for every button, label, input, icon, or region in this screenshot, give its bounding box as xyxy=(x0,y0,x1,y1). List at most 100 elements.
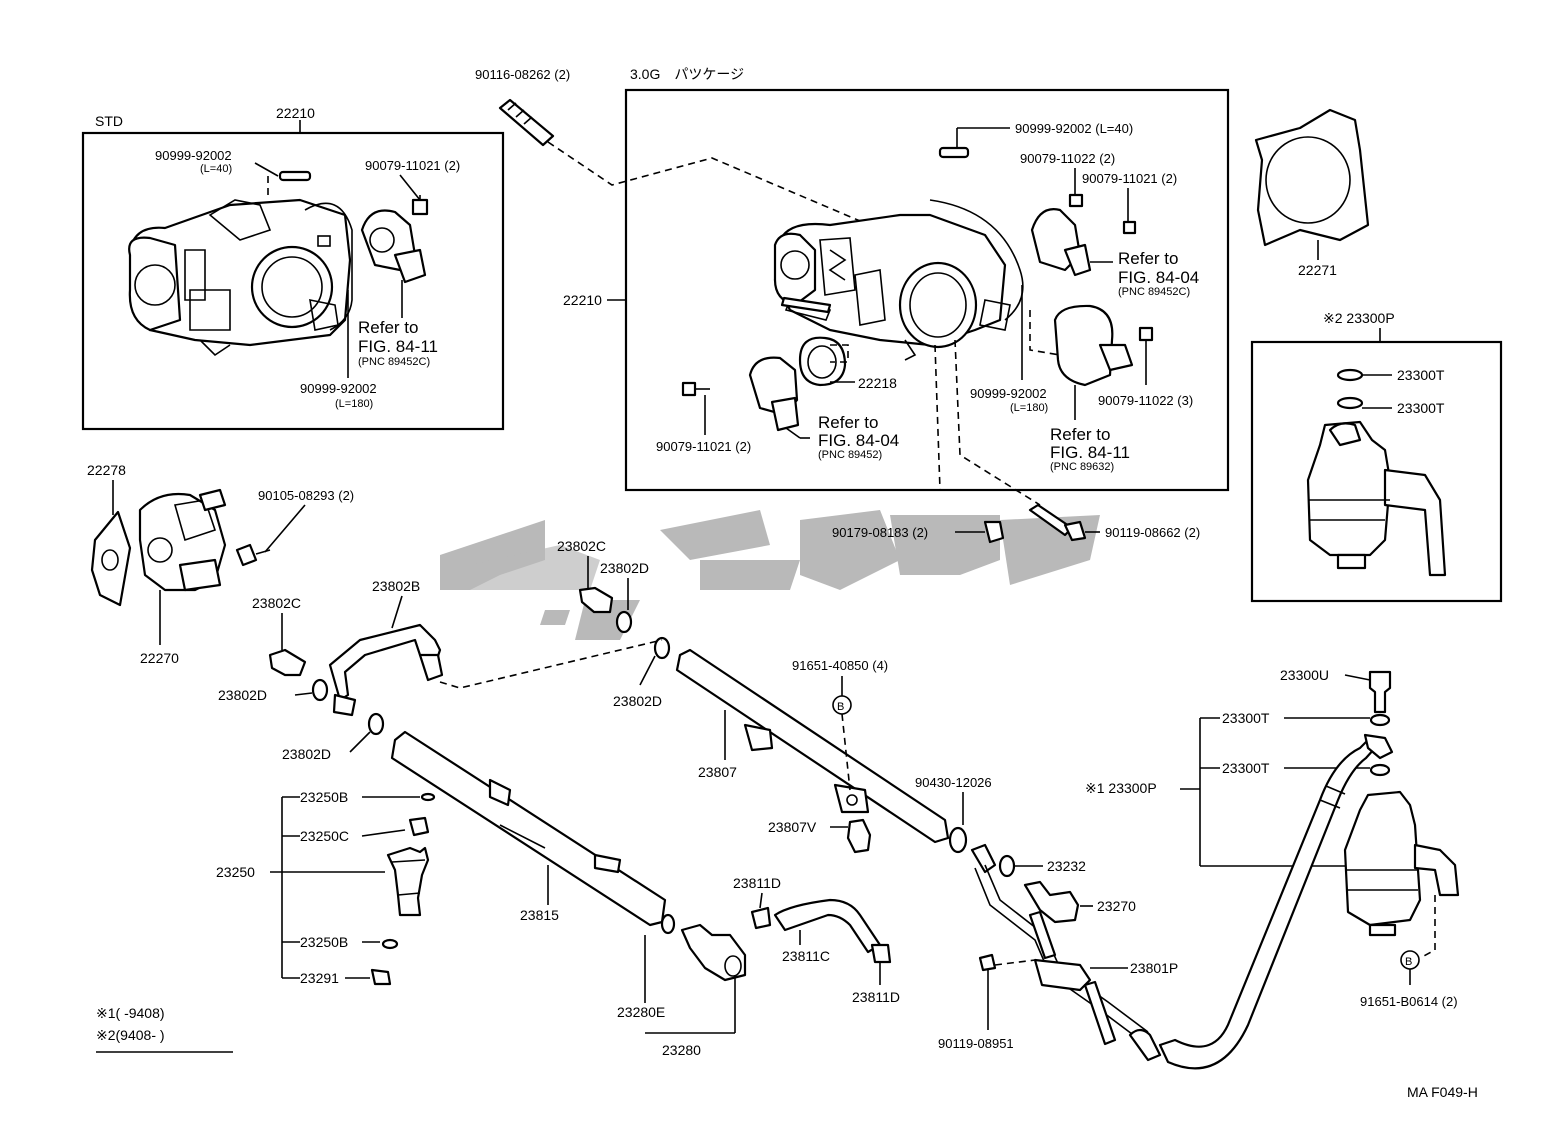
part-90119-08662: 90119-08662 (2) xyxy=(1105,525,1200,540)
part-90999-92002-l180-30g: 90999-92002 xyxy=(970,386,1047,401)
part-23802B: 23802B xyxy=(372,578,420,594)
part-23250: 23250 xyxy=(216,864,255,880)
part-23300T-d: 23300T xyxy=(1222,760,1270,776)
part-90999-92002-std-b-length: (L=180) xyxy=(335,398,373,410)
part-90079-11021-30g-b: 90079-11021 (2) xyxy=(656,439,751,454)
part-22271: 22271 xyxy=(1298,262,1337,278)
gasket-22271: 22271 xyxy=(1254,108,1370,278)
injector-group-23250: 23250B 23250C 23250 23250B 23291 xyxy=(216,789,436,986)
note-k1: ※1( -9408) xyxy=(96,1005,165,1021)
part-23802D-c: 23802D xyxy=(218,687,267,703)
part-90999-92002-l40-30g: 90999-92002 (L=40) xyxy=(1015,121,1133,136)
throttle-sensor-30g-lower-drawing xyxy=(1053,304,1134,387)
note-k2: ※2(9408- ) xyxy=(96,1027,165,1043)
fuel-filter-k2-group: ※2 23300P 23300T 23300T xyxy=(1250,310,1503,603)
part-23232: 23232 xyxy=(1047,858,1086,874)
pressure-regulator-drawing xyxy=(680,923,747,982)
refer-c-line3: (PNC 89632) xyxy=(1050,461,1114,473)
fuel-filter-k1-drawing xyxy=(1343,790,1460,937)
part-23300P-k1: ※1 23300P xyxy=(1085,780,1157,796)
refer-b-line1: Refer to xyxy=(818,413,878,432)
part-23250B-b: 23250B xyxy=(300,934,348,950)
part-90430-12026: 90430-12026 xyxy=(915,775,992,790)
part-23291: 23291 xyxy=(300,970,339,986)
fuel-pipe-23802-group: 23802C 23802D 23802D 23802B 23802C 23802… xyxy=(218,538,671,762)
injector-drawing xyxy=(386,846,430,917)
part-90999-92002-std-a: 90999-92002 xyxy=(155,148,232,163)
figure-code: MA F049-H xyxy=(1407,1084,1478,1100)
part-90999-92002-std-a-length: (L=40) xyxy=(200,163,232,175)
part-90999-92002-l180-30g-length: (L=180) xyxy=(1010,402,1048,414)
watermark-logo xyxy=(440,510,1100,640)
part-90119-08951: 90119-08951 xyxy=(938,1036,1014,1051)
part-23811C: 23811C xyxy=(782,948,830,964)
part-91651-40850: 91651-40850 (4) xyxy=(792,658,888,673)
part-23807: 23807 xyxy=(698,764,737,780)
fuel-filter-k2-drawing xyxy=(1306,420,1447,577)
package-30g-group: 3.0G パツケージ 22210 90999-92002 (L=40) 9007… xyxy=(563,66,1230,506)
delivery-pipe-23815: 23815 xyxy=(390,730,667,927)
part-90116-08262: 90116-08262 (2) xyxy=(475,67,570,82)
refer-b-line2: FIG. 84-04 xyxy=(818,431,899,450)
part-23811D-a: 23811D xyxy=(733,875,781,891)
pressure-regulator-23280: 23280E 23280 xyxy=(617,913,747,1058)
part-23801P: 23801P xyxy=(1130,960,1178,976)
legend-notes: ※1( -9408) ※2(9408- ) xyxy=(96,1005,233,1053)
refer-c-line1: Refer to xyxy=(1050,425,1110,444)
part-23280E: 23280E xyxy=(617,1004,665,1020)
part-22210-std: 22210 xyxy=(276,105,315,121)
fuel-filter-k1-group: 23300U 23300T 23300T ※1 23300P B 91651 xyxy=(1085,667,1460,1070)
std-throttle-body-group: STD 22210 90999-92002 (L=40) 90079-11021… xyxy=(81,105,505,431)
hose-23811-group: 23811D 23811C 23811D xyxy=(733,875,900,1005)
part-23280: 23280 xyxy=(662,1042,701,1058)
part-23815: 23815 xyxy=(520,907,559,923)
part-23802C-b: 23802C xyxy=(252,595,301,611)
part-23300T-b: 23300T xyxy=(1397,400,1445,416)
b-mark-b: B xyxy=(1405,956,1412,968)
part-23300P-k2: ※2 23300P xyxy=(1323,310,1395,326)
throttle-sensor-30g-left-drawing xyxy=(748,356,800,432)
part-22210-30g: 22210 xyxy=(563,292,602,308)
idle-speed-valve-drawing xyxy=(138,488,227,592)
std-label: STD xyxy=(95,113,123,129)
std-frame xyxy=(81,131,505,431)
part-23270: 23270 xyxy=(1097,898,1136,914)
part-90079-11022-2: 90079-11022 (2) xyxy=(1020,151,1115,166)
nuts-bolts-right: 90179-08183 (2) 90119-08662 (2) xyxy=(832,503,1200,544)
part-23807V: 23807V xyxy=(768,819,817,835)
fuel-line-23801P-group: 90430-12026 23232 23270 23801P 90119-089… xyxy=(915,775,1178,1062)
part-23300T-c: 23300T xyxy=(1222,710,1270,726)
part-22270: 22270 xyxy=(140,650,179,666)
part-22218: 22218 xyxy=(858,375,897,391)
idle-speed-valve-group: 22278 90105-08293 (2) 22270 xyxy=(87,462,354,666)
package-30g-frame xyxy=(624,88,1230,492)
part-90999-92002-std-b: 90999-92002 xyxy=(300,381,377,396)
part-23250B-a: 23250B xyxy=(300,789,348,805)
throttle-body-30g-drawing xyxy=(773,199,1024,361)
refer-a-line3: (PNC 89452C) xyxy=(1118,286,1190,298)
b-mark-a: B xyxy=(837,701,844,713)
part-90079-11021-30g-a: 90079-11021 (2) xyxy=(1082,171,1177,186)
refer-c-line2: FIG. 84-11 xyxy=(1050,443,1130,462)
part-23802D-d: 23802D xyxy=(282,746,331,762)
package-30g-label: 3.0G パツケージ xyxy=(630,66,744,82)
part-23802C-a: 23802C xyxy=(557,538,606,554)
stud-bolt-90116: 90116-08262 (2) xyxy=(475,67,894,236)
part-91651-B0614: 91651-B0614 (2) xyxy=(1360,994,1458,1009)
part-90079-11021-std: 90079-11021 (2) xyxy=(365,158,460,173)
refer-a-line1: Refer to xyxy=(1118,249,1178,268)
part-23250C: 23250C xyxy=(300,828,349,844)
refer-std-line1: Refer to xyxy=(358,318,418,337)
part-90079-11022-3: 90079-11022 (3) xyxy=(1098,393,1193,408)
part-22278: 22278 xyxy=(87,462,126,478)
fuel-filter-k2-frame xyxy=(1250,340,1503,603)
throttle-body-std-drawing xyxy=(128,198,353,357)
refer-std-line3: (PNC 89452C) xyxy=(358,356,430,368)
part-23802D-b: 23802D xyxy=(613,693,662,709)
throttle-sensor-std-drawing xyxy=(360,209,427,284)
part-23300U: 23300U xyxy=(1280,667,1329,683)
part-23300T-a: 23300T xyxy=(1397,367,1445,383)
delivery-pipe-23807: 23807 91651-40850 (4) B 23807V xyxy=(675,648,950,854)
throttle-sensor-30g-right-drawing xyxy=(1030,208,1092,277)
